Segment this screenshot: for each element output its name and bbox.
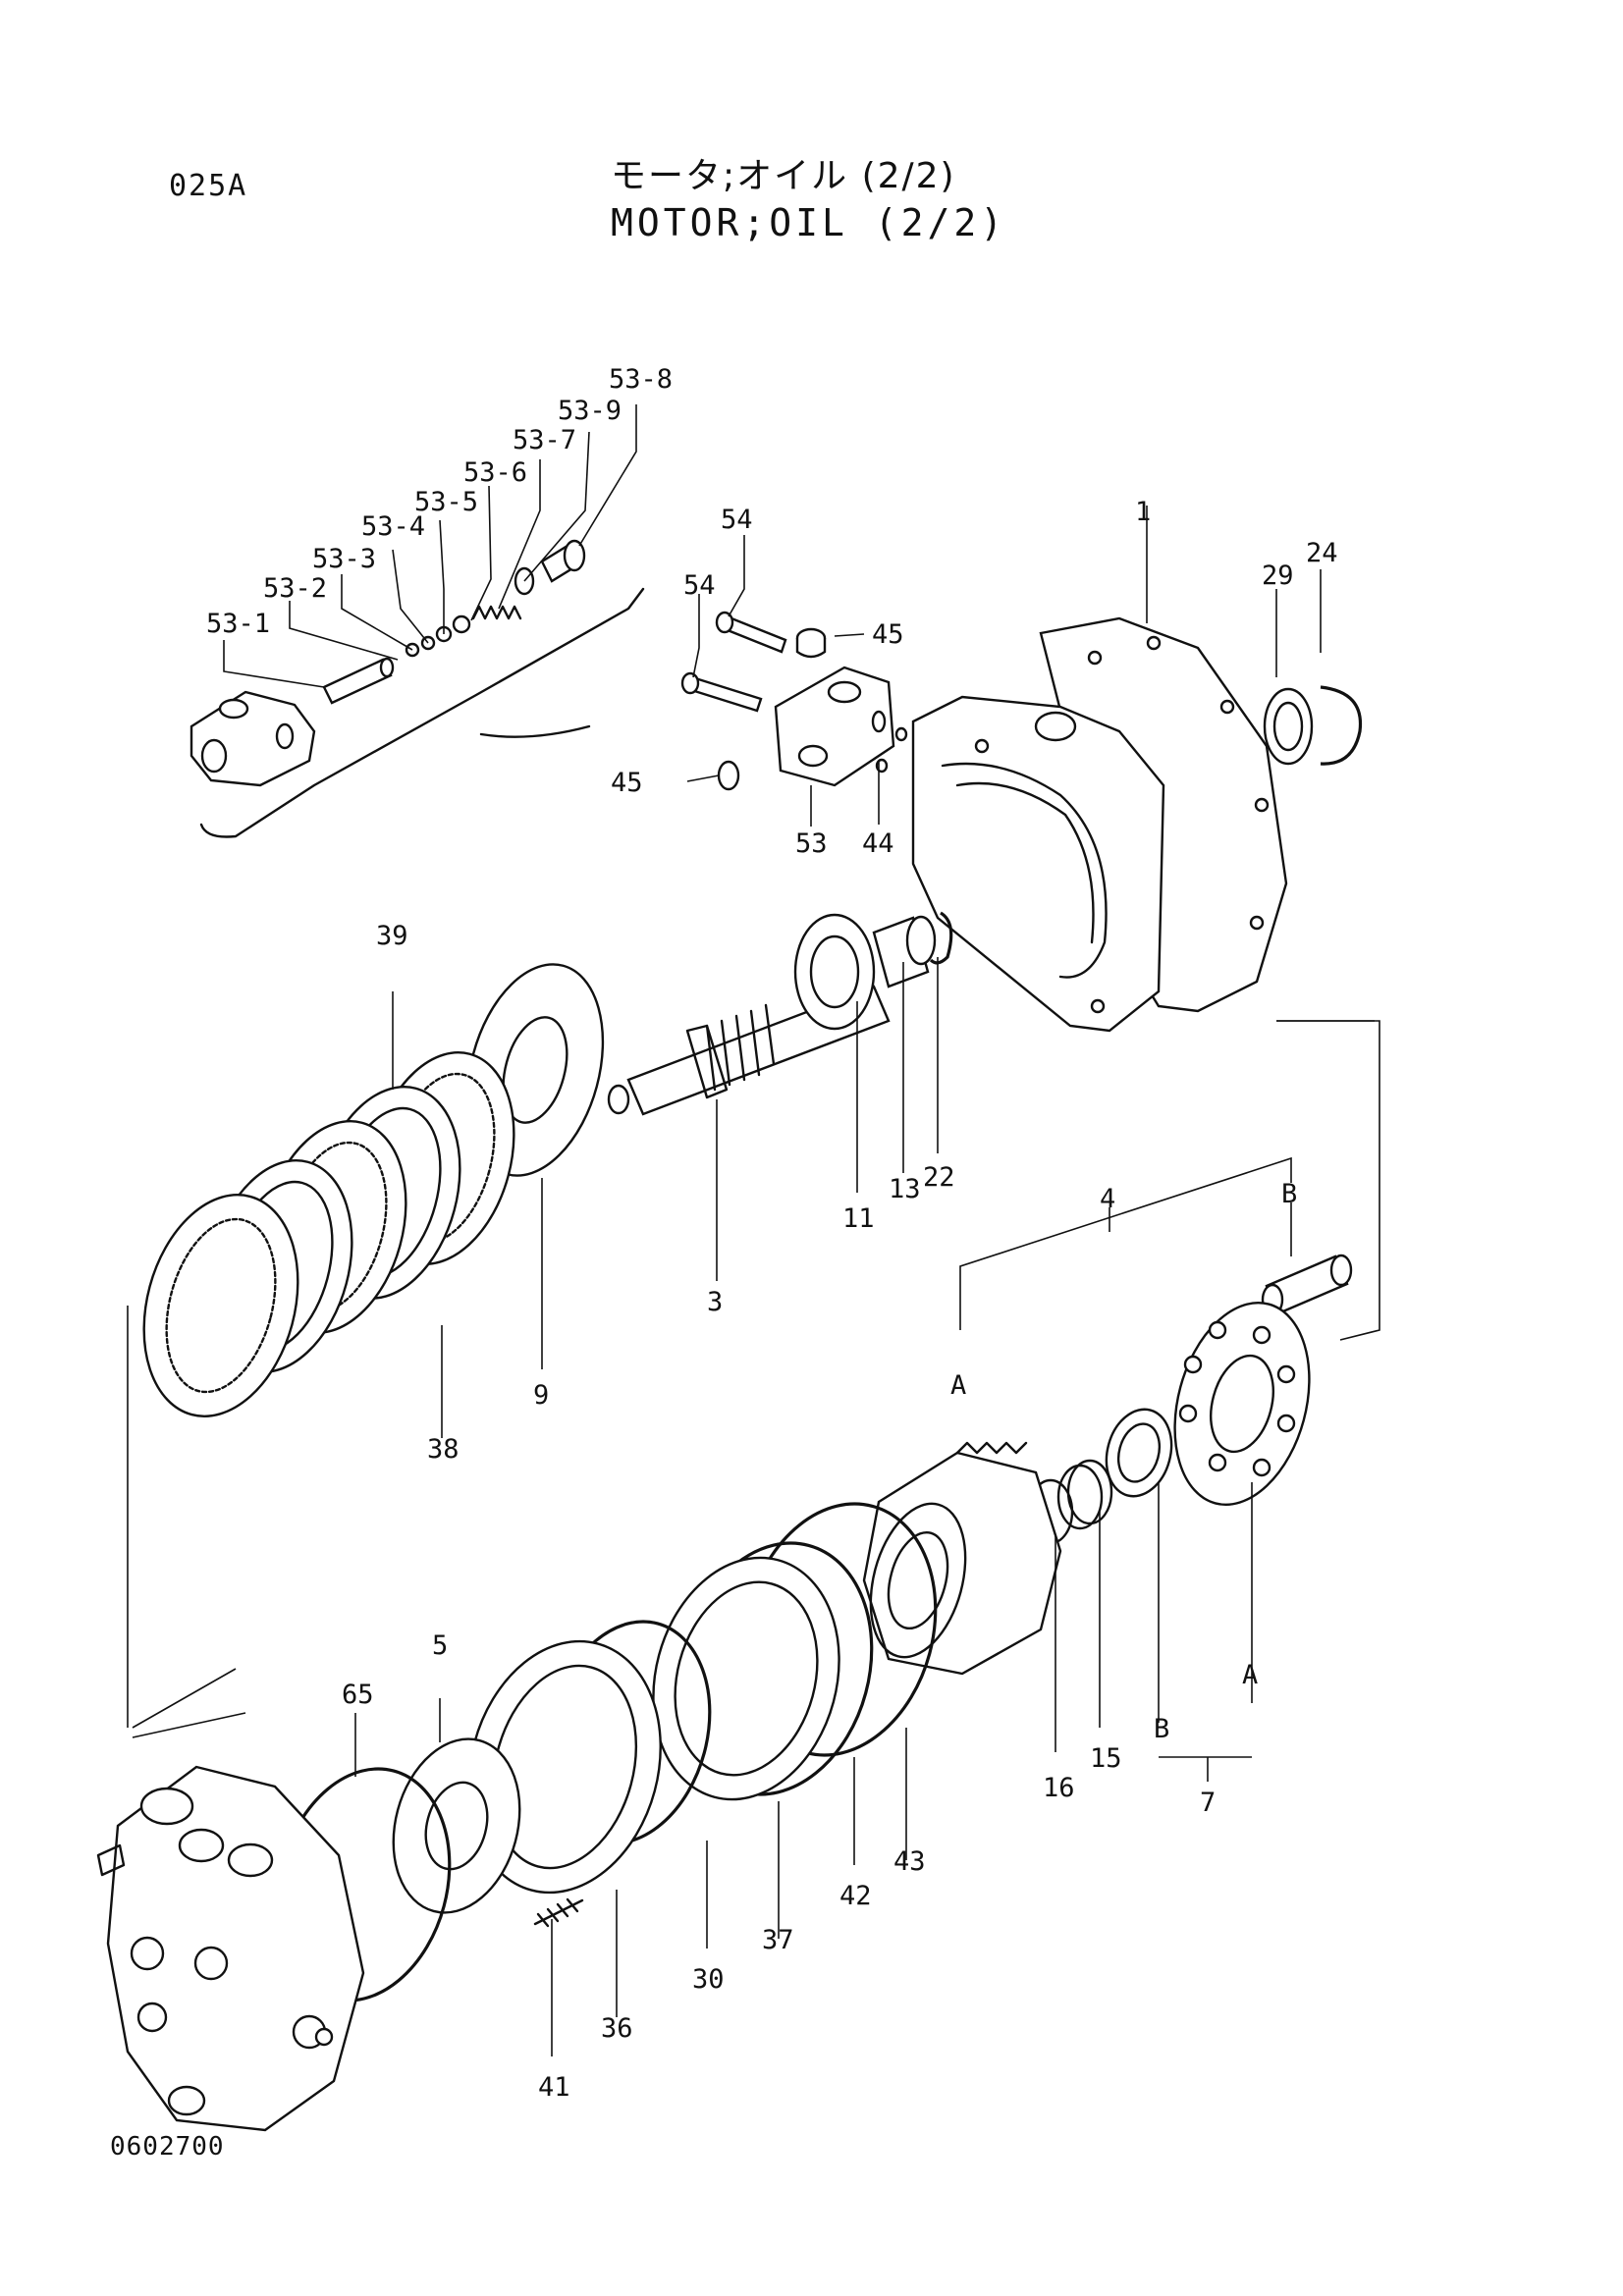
- callout-label: 1: [1135, 497, 1151, 527]
- callout-label: 53-5: [414, 487, 478, 517]
- callout-label: 3: [707, 1287, 723, 1317]
- valve-cover: [96, 1306, 365, 2132]
- oil-seal-and-snap-ring: [1263, 569, 1363, 766]
- callout-label: 54: [683, 570, 716, 601]
- callout-label: B: [1154, 1714, 1169, 1744]
- callout-label: 36: [601, 2013, 633, 2044]
- callout-label: 39: [376, 921, 408, 951]
- callout-label: 53: [795, 828, 828, 859]
- callout-label: 30: [692, 1964, 725, 1995]
- callout-label: 43: [893, 1846, 926, 1877]
- brake-friction-plates: [142, 991, 515, 1438]
- callout-label: 45: [611, 768, 643, 798]
- valve-block-assembly: [680, 535, 908, 827]
- callout-label: 16: [1043, 1773, 1075, 1803]
- figure-code: 0602700: [110, 2132, 225, 2162]
- callout-label: 38: [427, 1434, 460, 1465]
- page-title-japanese: モータ;オイル (2/2): [611, 156, 956, 196]
- motor-housing: [911, 506, 1288, 1033]
- callout-label: 65: [342, 1680, 374, 1710]
- callout-label: 53-4: [361, 511, 425, 542]
- callout-label: 53-8: [609, 364, 673, 395]
- detail-inset-valve-53: [189, 404, 645, 838]
- callout-label: 13: [889, 1174, 921, 1204]
- page-code: 025A: [169, 169, 248, 203]
- seal-rings: [545, 1502, 938, 1949]
- callout-label: 11: [842, 1203, 875, 1234]
- callout-label: 4: [1100, 1184, 1115, 1214]
- callout-label: 53-1: [206, 609, 270, 639]
- callout-label: 53-6: [463, 457, 527, 488]
- callout-label: 45: [872, 619, 904, 650]
- callout-label: 5: [432, 1630, 448, 1661]
- callout-label: A: [950, 1370, 966, 1401]
- callout-label: 53-3: [312, 544, 376, 574]
- callout-label: B: [1281, 1179, 1297, 1209]
- callout-labels: 53-8 53-9 53-7 53-6 53-5 53-4 53-3 53-2 …: [206, 364, 1338, 2103]
- callout-label: 9: [533, 1380, 549, 1411]
- callout-label: 22: [923, 1162, 955, 1193]
- drive-shaft-assembly: [607, 911, 953, 1281]
- callout-label: A: [1242, 1660, 1258, 1690]
- callout-label: 53-2: [263, 573, 327, 604]
- callout-label: 29: [1262, 561, 1294, 591]
- page-title: MOTOR;OIL (2/2): [611, 201, 1007, 244]
- callout-label: 53-9: [558, 396, 622, 426]
- callout-label: 7: [1200, 1788, 1216, 1818]
- callout-label: 37: [762, 1925, 794, 1955]
- callout-label: 54: [721, 505, 753, 535]
- callout-label: 42: [839, 1881, 872, 1911]
- cylinder-block-assembly: [862, 1020, 1380, 1782]
- callout-label: 53-7: [513, 425, 576, 455]
- callout-label: 24: [1306, 538, 1338, 568]
- callout-label: 41: [538, 2072, 570, 2103]
- callout-label: 15: [1090, 1743, 1122, 1774]
- callout-label: 44: [862, 828, 894, 859]
